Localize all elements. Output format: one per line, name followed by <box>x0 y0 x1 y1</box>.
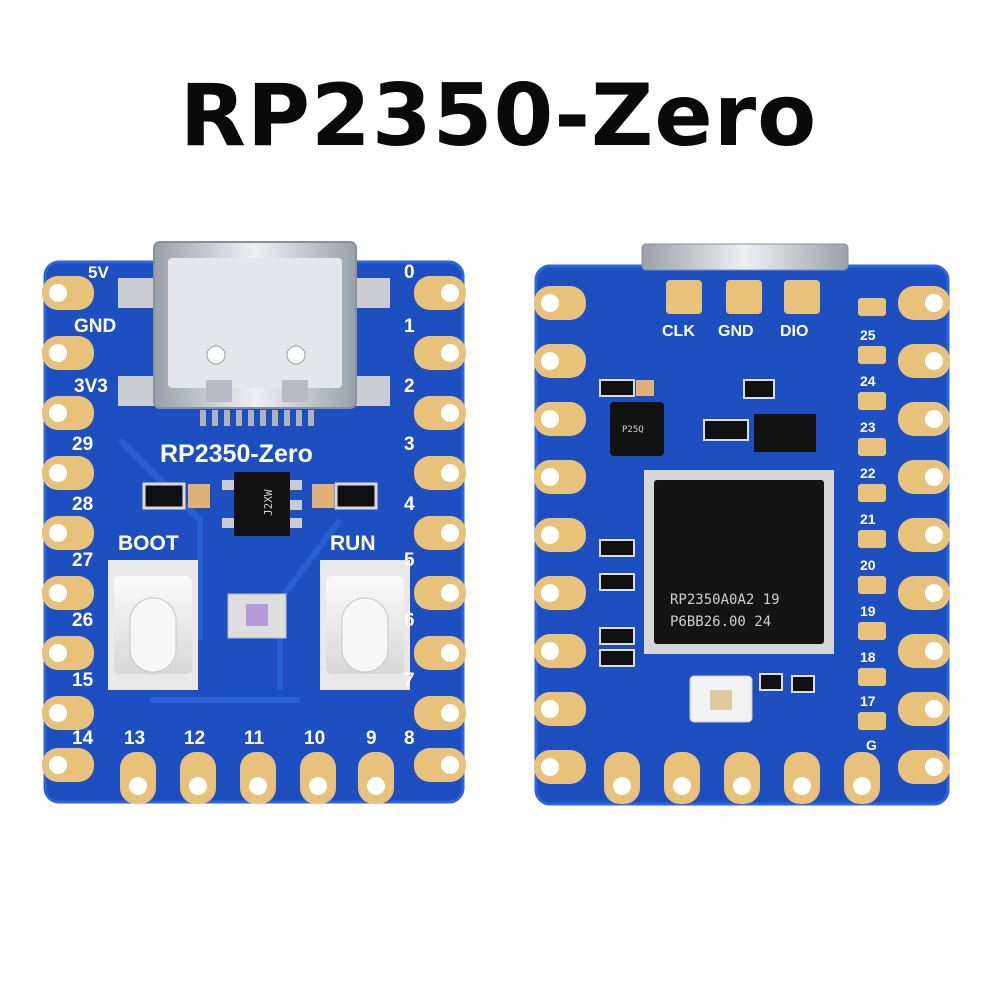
pin-label-3v3: 3V3 <box>74 376 108 397</box>
pin-label-10: 10 <box>304 728 325 749</box>
back-right-pads <box>898 286 950 784</box>
pin-label-25: 25 <box>860 327 876 343</box>
pin-label-26: 26 <box>72 610 93 631</box>
pin-label-20: 20 <box>860 557 876 573</box>
front-bottom-pads <box>120 752 394 804</box>
debug-label-clk: CLK <box>662 323 695 340</box>
front-board: 5V GND 3V3 29 28 27 26 15 14 0 1 2 3 4 5… <box>42 241 466 804</box>
pin-label-24: 24 <box>860 373 876 389</box>
boot-button-body <box>108 560 198 690</box>
pin-label-gnd: GND <box>74 316 116 337</box>
pin-label-21: 21 <box>860 511 876 527</box>
pin-label-6: 6 <box>404 610 415 631</box>
pin-label-27: 27 <box>72 550 93 571</box>
usb-c-connector <box>118 241 390 426</box>
boot-label: BOOT <box>118 532 179 555</box>
pin-label-14: 14 <box>72 728 94 749</box>
board-silkscreen-title: RP2350-Zero <box>160 440 313 468</box>
flash-chip: P25Q <box>610 402 664 456</box>
run-button-body <box>320 560 410 690</box>
flash-marking: P25Q <box>622 425 644 435</box>
pin-label-15: 15 <box>72 670 94 691</box>
front-passives <box>142 482 378 510</box>
pin-label-2: 2 <box>404 376 415 397</box>
pin-label-3: 3 <box>404 434 415 455</box>
pin-label-13: 13 <box>124 728 145 749</box>
back-board: CLK GND DIO 25 24 23 22 21 20 19 18 17 G… <box>534 243 950 806</box>
pin-label-0: 0 <box>404 262 415 283</box>
debug-label-dio: DIO <box>780 323 808 340</box>
pin-label-1: 1 <box>404 316 415 337</box>
pin-label-11: 11 <box>244 728 265 749</box>
pin-label-5: 5 <box>404 550 415 571</box>
voltage-regulator <box>222 472 302 536</box>
debug-pads <box>666 280 820 314</box>
rp2350-chip: RP2350A0A2 19 P6BB26.00 24 <box>644 470 834 654</box>
back-left-pads <box>534 286 586 784</box>
pin-label-23: 23 <box>860 419 876 435</box>
pin-label-g: G <box>866 737 877 753</box>
run-label: RUN <box>330 532 376 555</box>
sot-component <box>754 414 816 452</box>
pin-label-4: 4 <box>404 494 415 515</box>
regulator-marking: J2XW <box>262 489 275 516</box>
front-left-pads <box>42 276 94 782</box>
back-bottom-pads <box>604 752 880 804</box>
pin-label-17: 17 <box>860 693 876 709</box>
pin-label-28: 28 <box>72 494 93 515</box>
chip-marking-line1: RP2350A0A2 19 <box>670 592 780 608</box>
pin-label-18: 18 <box>860 649 876 665</box>
pin-label-8: 8 <box>404 728 415 749</box>
front-right-pads <box>414 276 466 782</box>
pin-label-12: 12 <box>184 728 205 749</box>
crystal-oscillator <box>689 675 753 723</box>
rgb-led-die <box>246 604 268 626</box>
debug-label-gnd: GND <box>718 323 754 340</box>
pin-label-7: 7 <box>404 670 415 691</box>
back-passives <box>599 379 815 693</box>
product-title: RP2350-Zero <box>179 66 818 166</box>
pin-label-19: 19 <box>860 603 876 619</box>
pin-label-9: 9 <box>366 728 377 749</box>
pin-label-29: 29 <box>72 434 93 455</box>
pin-label-22: 22 <box>860 465 876 481</box>
chip-marking-line2: P6BB26.00 24 <box>670 614 771 630</box>
pin-label-5v: 5V <box>88 263 109 282</box>
test-pad-column <box>858 298 886 730</box>
